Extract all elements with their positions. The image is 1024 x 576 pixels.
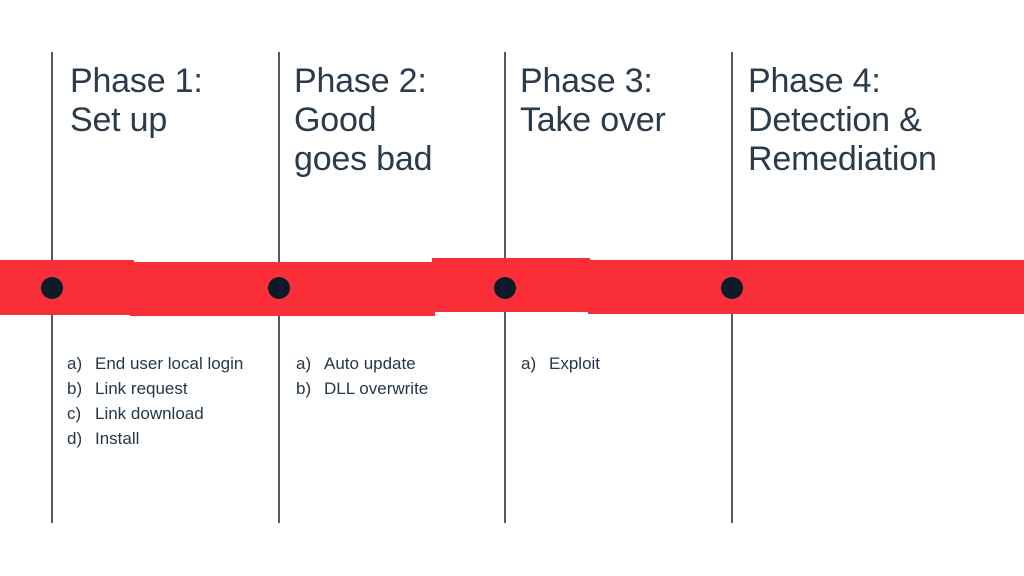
item-text: End user local login [95,354,244,373]
phase-3-title-line-1: Phase 3: [520,62,653,100]
phase-3-title: Phase 3: Take over [520,62,735,140]
phase-1-item-list: a) End user local login b) Link request c)… [67,351,243,451]
phase-4-title-line-2: Detection & [748,101,922,139]
phase-3-item: a) Exploit [521,351,600,376]
item-marker: b) [296,379,312,398]
phase-2-title-line-2: Good [294,101,377,139]
phase-3-item-list: a) Exploit [521,351,600,376]
phase-1-title-line-2: Set up [70,101,168,139]
phase-4-node-dot [721,277,743,299]
timeline-band-segment-1 [0,260,134,315]
item-marker: a) [67,354,83,373]
phase-1-title: Phase 1: Set up [70,62,285,140]
item-text: Install [95,429,140,448]
phase-3-title-line-2: Take over [520,101,666,139]
phase-1-item: b) Link request [67,376,243,401]
item-marker: a) [521,354,537,373]
phase-1-item: d) Install [67,426,243,451]
item-marker: d) [67,429,83,448]
phase-2-item: b) DLL overwrite [296,376,428,401]
phase-4-title-line-1: Phase 4: [748,62,881,100]
item-text: Link request [95,379,188,398]
phase-2-node-dot [268,277,290,299]
item-text: DLL overwrite [324,379,429,398]
phase-2-title: Phase 2: Good goes bad [294,62,509,179]
item-marker: b) [67,379,83,398]
timeline-band-segment-4 [588,260,1024,314]
item-text: Link download [95,404,204,423]
phase-3-node-dot [494,277,516,299]
item-marker: c) [67,404,82,423]
item-text: Auto update [324,354,416,373]
phase-2-title-line-1: Phase 2: [294,62,427,100]
phase-1-item: c) Link download [67,401,243,426]
phase-1-title-line-1: Phase 1: [70,62,203,100]
phase-2-item: a) Auto update [296,351,428,376]
phase-1-node-dot [41,277,63,299]
item-text: Exploit [549,354,601,373]
phase-2-item-list: a) Auto update b) DLL overwrite [296,351,428,401]
item-marker: a) [296,354,312,373]
phase-2-title-line-3: goes bad [294,140,433,178]
phase-1-item: a) End user local login [67,351,243,376]
phase-4-title: Phase 4: Detection & Remediation [748,62,963,179]
phase-4-title-line-3: Remediation [748,140,937,178]
